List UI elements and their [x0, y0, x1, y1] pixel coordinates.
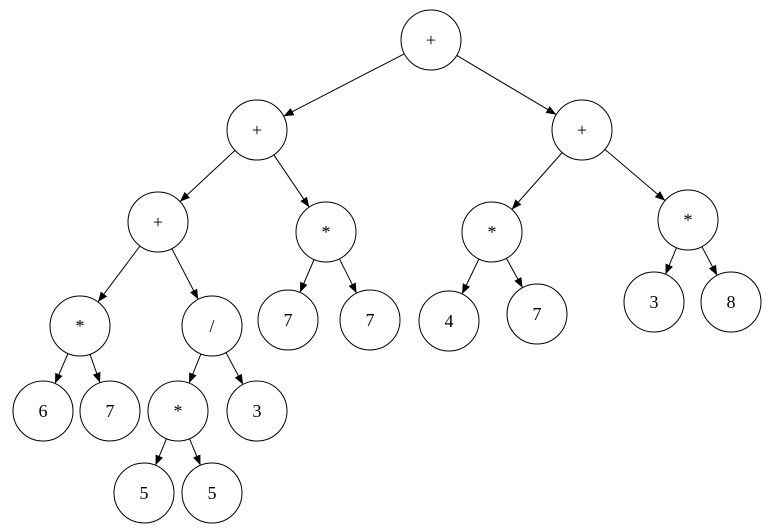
node-circle [623, 271, 685, 333]
edge-n1-n4 [273, 154, 310, 208]
node-circle [113, 462, 175, 524]
node-circle [257, 289, 319, 351]
edge-n7-n16 [89, 354, 101, 383]
node-circle [461, 201, 523, 263]
node-label: 4 [445, 311, 454, 331]
node-label: + [426, 30, 436, 50]
tree-node-n8: / [181, 295, 243, 357]
node-circle [79, 380, 141, 442]
tree-node-n17: * [147, 380, 209, 442]
node-circle [339, 289, 401, 351]
edge-n5-n11 [461, 258, 480, 295]
tree-node-n15: 6 [12, 380, 74, 442]
node-circle [49, 295, 111, 357]
edge-n8-n18 [225, 352, 244, 385]
node-label: * [322, 222, 331, 242]
node-label: 7 [533, 304, 542, 324]
node-circle [181, 462, 243, 524]
edge-root-n1 [283, 53, 405, 117]
edge-n7-n15 [54, 353, 69, 384]
edge-n6-n13 [665, 247, 677, 275]
tree-node-n6: * [657, 189, 719, 251]
edge-root-n2 [456, 54, 557, 116]
tree-node-n3: + [127, 191, 189, 253]
tree-node-n13: 3 [623, 271, 685, 333]
tree-node-root: + [400, 9, 462, 71]
edge-n17-n19 [155, 438, 167, 466]
tree-node-n16: 7 [79, 380, 141, 442]
node-label: 6 [39, 401, 48, 421]
node-label: * [488, 222, 497, 242]
edge-n2-n6 [604, 149, 666, 201]
node-circle [418, 290, 480, 352]
node-circle [226, 99, 288, 161]
node-circle [657, 189, 719, 251]
edge-n5-n12 [505, 258, 524, 288]
node-label: 7 [366, 310, 375, 330]
tree-edges [54, 53, 718, 466]
tree-node-n1: + [226, 99, 288, 161]
edge-n3-n7 [97, 245, 141, 303]
node-label: 7 [106, 401, 115, 421]
node-label: + [153, 212, 163, 232]
tree-node-n2: + [551, 99, 613, 161]
edge-n17-n20 [189, 438, 201, 466]
node-label: 5 [140, 483, 149, 503]
edge-n4-n10 [338, 258, 358, 294]
node-label: 3 [650, 292, 659, 312]
node-circle [400, 9, 462, 71]
node-circle [181, 295, 243, 357]
node-circle [12, 380, 74, 442]
node-circle [506, 283, 568, 345]
node-label: 7 [284, 310, 293, 330]
tree-node-n11: 4 [418, 290, 480, 352]
node-circle [295, 201, 357, 263]
node-circle [226, 380, 288, 442]
tree-node-n5: * [461, 201, 523, 263]
node-label: 8 [727, 292, 736, 312]
tree-nodes: + + + + * * * * / 7 7 4 7 3 8 6 7 * 3 5 5 [12, 9, 762, 524]
tree-node-n12: 7 [506, 283, 568, 345]
edge-n6-n14 [701, 246, 718, 276]
node-label: / [209, 316, 214, 336]
node-label: * [76, 316, 85, 336]
edge-n2-n5 [511, 152, 563, 210]
node-circle [700, 271, 762, 333]
edge-n8-n17 [188, 353, 202, 384]
edge-n1-n3 [179, 150, 236, 202]
edge-n3-n8 [171, 248, 199, 300]
node-circle [127, 191, 189, 253]
node-label: 5 [208, 483, 217, 503]
tree-node-n14: 8 [700, 271, 762, 333]
tree-node-n18: 3 [226, 380, 288, 442]
node-circle [147, 380, 209, 442]
tree-node-n19: 5 [113, 462, 175, 524]
node-circle [551, 99, 613, 161]
tree-node-n9: 7 [257, 289, 319, 351]
tree-node-n7: * [49, 295, 111, 357]
edge-n4-n9 [299, 259, 315, 293]
tree-node-n4: * [295, 201, 357, 263]
node-label: + [577, 120, 587, 140]
node-label: + [252, 120, 262, 140]
tree-node-n10: 7 [339, 289, 401, 351]
node-label: 3 [253, 401, 262, 421]
node-label: * [684, 210, 693, 230]
tree-node-n20: 5 [181, 462, 243, 524]
node-label: * [174, 401, 183, 421]
